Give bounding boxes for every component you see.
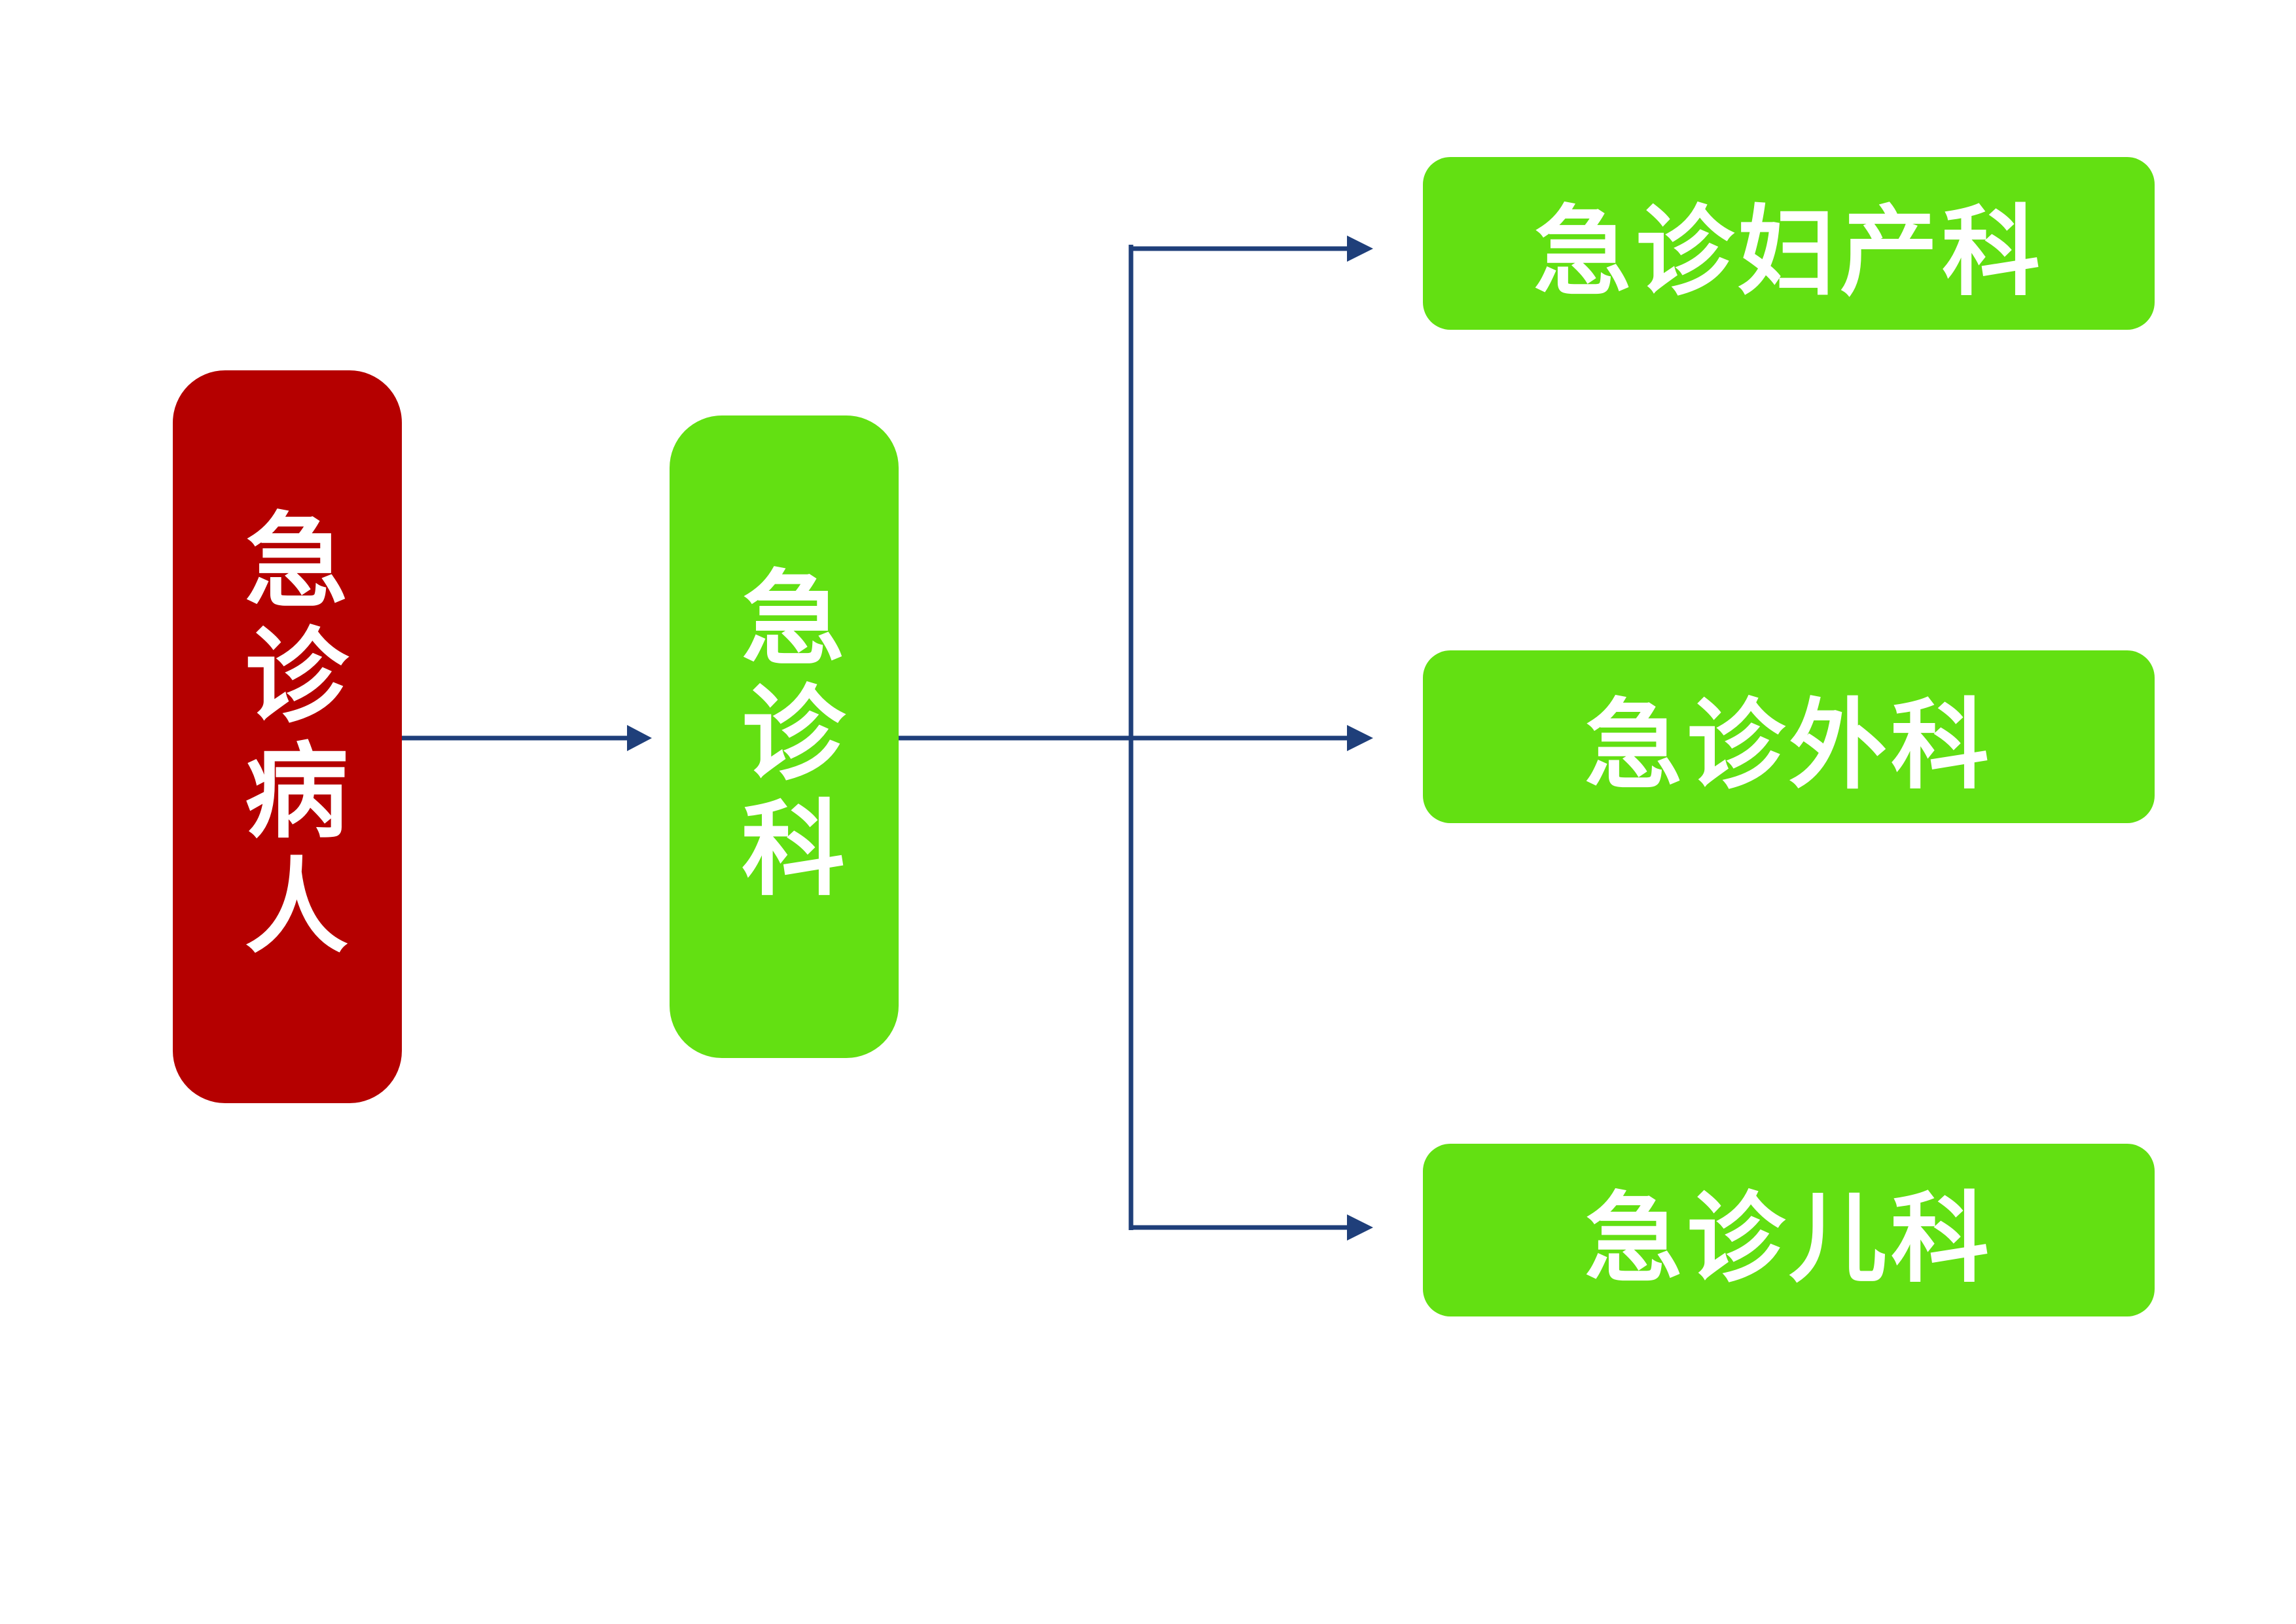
emergency-department-node: 急诊科	[670, 415, 899, 1058]
obgyn-node: 急诊妇产科	[1423, 157, 2155, 330]
arrowhead-obgyn	[1347, 236, 1373, 262]
arrowhead-emergency	[627, 725, 652, 751]
arrowhead-surgery	[1347, 725, 1373, 751]
arrowhead-peds	[1347, 1214, 1373, 1241]
pediatrics-node: 急诊儿科	[1423, 1144, 2155, 1316]
patient-node: 急诊病人	[173, 370, 402, 1103]
surgery-node: 急诊外科	[1423, 650, 2155, 823]
